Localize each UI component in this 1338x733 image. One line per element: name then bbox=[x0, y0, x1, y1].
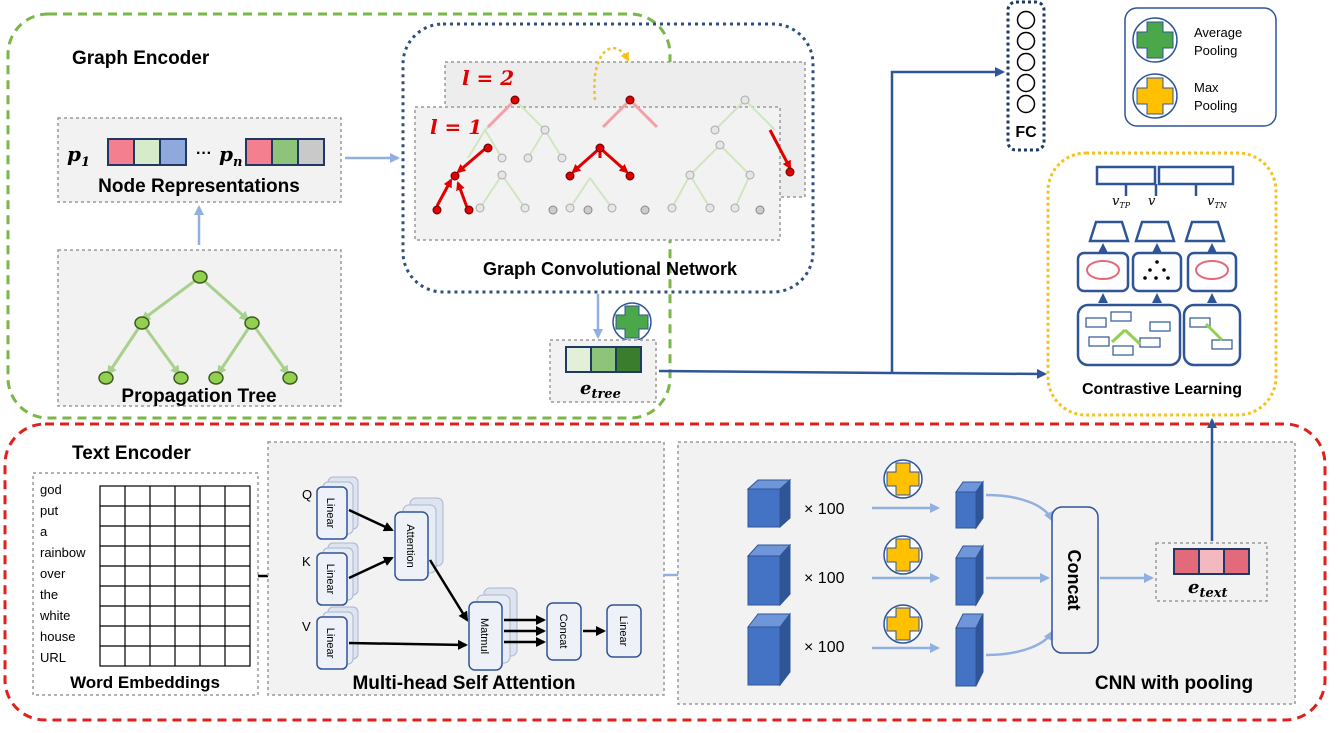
gcn-layer1-edges bbox=[435, 129, 792, 211]
contrastive-graph-icon bbox=[1143, 260, 1170, 280]
gcn-layer2-edges bbox=[486, 98, 659, 129]
word-7: house bbox=[40, 629, 75, 644]
text-encoder-box bbox=[3, 422, 1327, 722]
contrastive-encoders bbox=[1076, 251, 1238, 293]
contrastive-v-mid: v bbox=[1148, 194, 1156, 209]
etree-to-contrastive-arrow bbox=[658, 368, 1047, 379]
cnn-times-1: × 100 bbox=[804, 501, 845, 518]
ellipsis: ··· bbox=[196, 145, 212, 162]
gcn-faded-nodes bbox=[475, 95, 755, 213]
attention-concat-label: Concat bbox=[557, 614, 569, 649]
p1-vector bbox=[107, 138, 187, 166]
concat-arrows bbox=[985, 493, 1054, 657]
gcn-layer-1-label: l = 1 bbox=[430, 115, 482, 139]
cnn-cube-2 bbox=[746, 543, 792, 607]
etree-label: etree bbox=[580, 378, 621, 402]
matmul-stack: Matmul bbox=[468, 587, 518, 671]
etree-to-fc-arrow bbox=[890, 67, 1005, 373]
output-linear-label: Linear bbox=[617, 616, 629, 647]
legend-max-pooling-icon bbox=[1132, 73, 1178, 119]
cnn-cube-3 bbox=[746, 612, 792, 687]
contrastive-label: Contrastive Learning bbox=[1082, 381, 1242, 398]
k-label: K bbox=[302, 554, 311, 569]
word-8: URL bbox=[40, 650, 66, 665]
contrastive-text-icons bbox=[1086, 260, 1229, 280]
attention-label: Multi-head Self Attention bbox=[352, 673, 575, 694]
word-1: put bbox=[40, 503, 58, 518]
word-2: a bbox=[40, 524, 48, 539]
word-5: the bbox=[40, 587, 58, 602]
cnn-times-3: × 100 bbox=[804, 639, 845, 656]
linear-q-stack: Linear bbox=[316, 476, 359, 540]
contrastive-input-arrows bbox=[1110, 322, 1224, 346]
fc-neurons bbox=[1016, 10, 1036, 114]
average-pooling-icon bbox=[612, 302, 652, 342]
legend-average-pooling-icon bbox=[1132, 17, 1178, 63]
max-pooling-icons bbox=[883, 459, 923, 644]
attention-block-label: Attention bbox=[404, 524, 416, 567]
p1-label: p1 bbox=[67, 142, 90, 170]
contrastive-v-tn: vTN bbox=[1207, 194, 1228, 210]
linear-k-label: Linear bbox=[324, 564, 336, 595]
word-embeddings-box bbox=[32, 472, 259, 696]
pooling-arrows bbox=[872, 503, 940, 653]
etext-vector bbox=[1173, 548, 1250, 575]
v-label: V bbox=[302, 619, 311, 634]
contrastive-top-boxes bbox=[1095, 165, 1235, 196]
fc-box bbox=[1006, 0, 1046, 152]
text-encoder-title: Text Encoder bbox=[72, 443, 192, 464]
attention-concat: Concat bbox=[546, 602, 582, 661]
etree-vector bbox=[565, 346, 642, 373]
word-list: god put a rainbow over the white house U… bbox=[39, 482, 86, 665]
linear-k-stack: Linear bbox=[316, 542, 359, 606]
gcn-layer1-nodes bbox=[432, 143, 795, 215]
pooled-cube-2 bbox=[955, 544, 984, 607]
propagation-tree-nodes bbox=[98, 270, 298, 385]
q-label: Q bbox=[302, 487, 312, 502]
attention-stack: Attention bbox=[394, 497, 444, 581]
cnn-concat-label: Concat bbox=[1064, 549, 1084, 610]
pooled-cube-1 bbox=[955, 480, 984, 530]
propagation-tree-label: Propagation Tree bbox=[121, 386, 276, 407]
pooled-cube-3 bbox=[955, 613, 984, 687]
embedding-grid bbox=[99, 485, 251, 667]
cnn-concat-block: Concat bbox=[1051, 506, 1099, 654]
pn-label: pn bbox=[219, 142, 242, 170]
cnn-times-2: × 100 bbox=[804, 570, 845, 587]
contrastive-projectors bbox=[1088, 220, 1226, 243]
fc-label: FC bbox=[1015, 124, 1037, 141]
gcn-label: Graph Convolutional Network bbox=[483, 259, 738, 279]
contrastive-input-blocks bbox=[1085, 311, 1233, 356]
etext-label: etext bbox=[1188, 577, 1227, 601]
linear-q-label: Linear bbox=[324, 498, 336, 529]
gcn-recurrence-arrow bbox=[593, 47, 630, 101]
gcn-layer1-leaf-nodes bbox=[548, 205, 765, 215]
propagation-tree bbox=[106, 275, 290, 376]
contrastive-arrows bbox=[1098, 243, 1217, 303]
matmul-label: Matmul bbox=[478, 618, 490, 654]
pn-vector bbox=[245, 138, 325, 166]
graph-encoder-box bbox=[6, 12, 672, 420]
word-embeddings-label: Word Embeddings bbox=[70, 673, 220, 692]
cnn-label: CNN with pooling bbox=[1095, 673, 1253, 694]
cnn-cube-1 bbox=[746, 478, 792, 529]
contrastive-v-tp: vTP bbox=[1112, 194, 1131, 210]
graph-encoder-title: Graph Encoder bbox=[72, 48, 210, 69]
word-0: god bbox=[40, 482, 62, 497]
linear-v-stack: Linear bbox=[316, 606, 359, 670]
attention-output-linear: Linear bbox=[606, 604, 642, 658]
word-3: rainbow bbox=[40, 545, 86, 560]
word-6: white bbox=[39, 608, 70, 623]
gcn-layer-2-label: l = 2 bbox=[462, 66, 514, 90]
attention-arrows bbox=[348, 508, 606, 650]
linear-v-label: Linear bbox=[324, 628, 336, 659]
node-representations-label: Node Representations bbox=[98, 176, 300, 197]
word-4: over bbox=[40, 566, 66, 581]
gcn-layer2-nodes bbox=[510, 95, 635, 105]
